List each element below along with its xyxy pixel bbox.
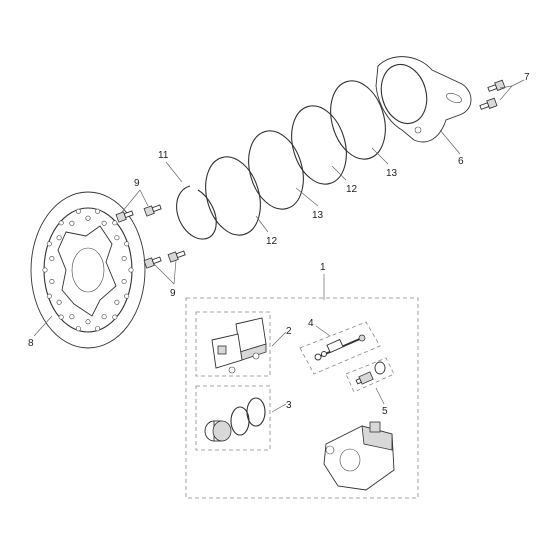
disc-hole: [112, 314, 118, 320]
brake-pads: [211, 317, 267, 374]
seal-kit-box: [195, 385, 271, 451]
callout-5: 5: [382, 406, 388, 417]
bracket-bolts: [479, 79, 506, 110]
disc-hole: [101, 220, 107, 226]
disc-hole: [49, 255, 55, 261]
disc-hole: [69, 314, 75, 320]
ring-13-front: [248, 130, 304, 210]
ring-12-rear: [291, 105, 347, 185]
piston-and-seals: [204, 397, 266, 442]
caliper-bracket: [375, 56, 472, 143]
leader-lines: [33, 79, 525, 413]
callout-7: 7: [524, 72, 530, 83]
disc-hole: [114, 299, 120, 305]
callout-3: 3: [286, 400, 292, 411]
disc-hole: [56, 235, 62, 241]
callout-1: 1: [320, 262, 326, 273]
disc-bolts: [115, 204, 186, 269]
ring-12-front: [205, 156, 261, 236]
disc-hole: [112, 220, 118, 226]
disc-hole: [121, 278, 127, 284]
disc-hole: [124, 241, 130, 247]
disc-hole: [58, 314, 64, 320]
disc-hole: [114, 235, 120, 241]
pad-pin-kit: [314, 334, 366, 361]
ring-13-rear: [330, 80, 386, 160]
brake-disc: [30, 191, 146, 349]
disc-hole: [95, 208, 101, 214]
callout-9-upper: 9: [134, 178, 140, 189]
disc-hole: [49, 278, 55, 284]
disc-hole: [85, 319, 91, 325]
caliper-body: [323, 421, 395, 491]
disc-hole: [46, 241, 52, 247]
pad-kit-box: [195, 311, 271, 377]
callout-13-front: 13: [312, 210, 324, 221]
disc-hole: [69, 220, 75, 226]
disc-hole: [56, 299, 62, 305]
caliper-assembly-box: [185, 297, 419, 499]
circlip: [176, 185, 217, 240]
pin-kit-box: [299, 321, 381, 375]
bleed-nipple-kit: [355, 361, 386, 385]
disc-hole: [58, 220, 64, 226]
disc-hole: [75, 208, 81, 214]
callout-4: 4: [308, 318, 314, 329]
callout-8: 8: [28, 338, 34, 349]
callout-13-rear: 13: [386, 168, 398, 179]
callout-9-lower: 9: [170, 288, 176, 299]
disc-hole: [128, 267, 134, 273]
disc-hole: [95, 326, 101, 332]
bleed-kit-box: [345, 357, 395, 393]
callout-12-front: 12: [266, 236, 278, 247]
disc-hole: [75, 326, 81, 332]
disc-hole: [46, 293, 52, 299]
disc-hole: [124, 293, 130, 299]
disc-hole: [101, 314, 107, 320]
callout-2: 2: [286, 326, 292, 337]
disc-hole: [121, 255, 127, 261]
disc-hole: [85, 215, 91, 221]
disc-hole: [42, 267, 48, 273]
callout-6: 6: [458, 156, 464, 167]
callout-12-rear: 12: [346, 184, 358, 195]
callout-11: 11: [158, 150, 169, 161]
